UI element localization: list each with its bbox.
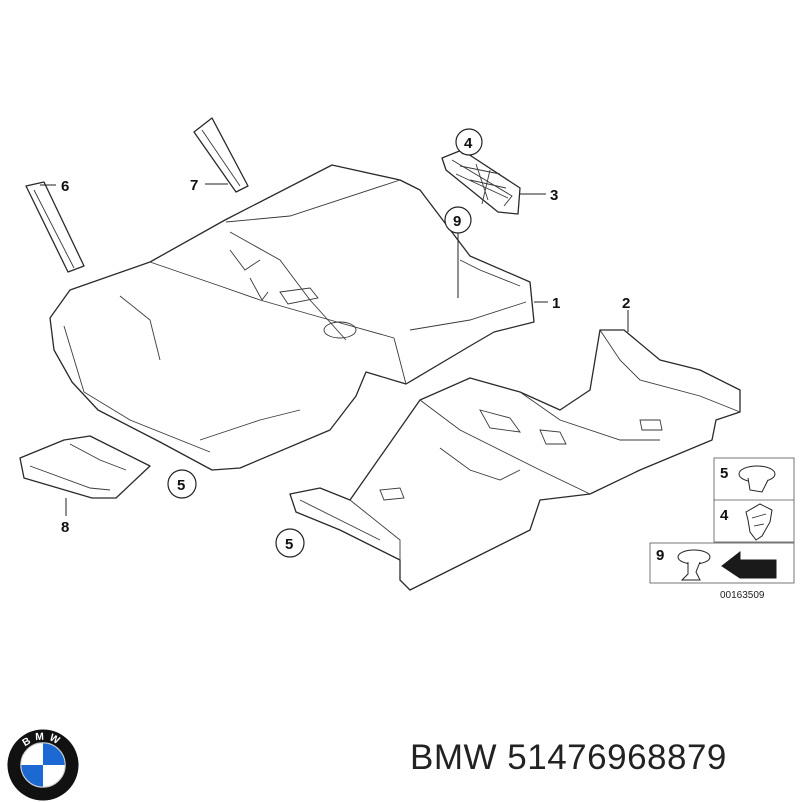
svg-text:5: 5 <box>285 536 293 553</box>
svg-text:6: 6 <box>61 178 69 195</box>
part-6-sill-strip <box>25 181 85 273</box>
svg-text:7: 7 <box>190 177 198 194</box>
svg-text:9: 9 <box>453 213 461 230</box>
part-caption: BMW 51476968879 <box>410 738 727 778</box>
part-2-rear-carpet <box>289 329 741 591</box>
legend-label-5: 5 <box>720 465 728 482</box>
callout-7: 7 <box>190 177 198 194</box>
svg-text:1: 1 <box>552 295 560 312</box>
direction-arrow-icon <box>721 550 777 579</box>
callout-1: 1 <box>552 295 560 312</box>
callout-3: 3 <box>550 187 558 204</box>
callout-2: 2 <box>622 295 630 312</box>
svg-text:8: 8 <box>61 519 69 536</box>
callout-5-rear: 5 <box>275 528 305 558</box>
drawing-number: 00163509 <box>720 590 765 601</box>
part-8-mat <box>19 435 151 499</box>
caption-brand: BMW <box>410 738 498 777</box>
callout-5-front: 5 <box>167 469 197 499</box>
clip-5-icon <box>738 465 776 493</box>
clip-4-icon <box>745 503 773 541</box>
legend-label-9: 9 <box>656 547 664 564</box>
callout-4: 4 <box>455 128 483 156</box>
svg-text:4: 4 <box>464 135 473 152</box>
part-7-pillar-strip <box>193 117 249 193</box>
callout-6: 6 <box>61 178 69 195</box>
svg-text:5: 5 <box>177 477 185 494</box>
svg-text:3: 3 <box>550 187 558 204</box>
part-3-net-holder <box>441 149 521 215</box>
fastener-legend: 5 4 9 00163509 <box>649 457 795 601</box>
legend-label-4: 4 <box>720 507 729 524</box>
callout-8: 8 <box>61 519 69 536</box>
part-1-front-carpet <box>49 164 535 471</box>
bmw-logo-icon: BMW <box>7 729 79 801</box>
caption-part-number: 51476968879 <box>507 738 727 777</box>
clip-9-icon <box>677 549 711 581</box>
svg-text:2: 2 <box>622 295 630 312</box>
callout-9: 9 <box>444 206 472 234</box>
